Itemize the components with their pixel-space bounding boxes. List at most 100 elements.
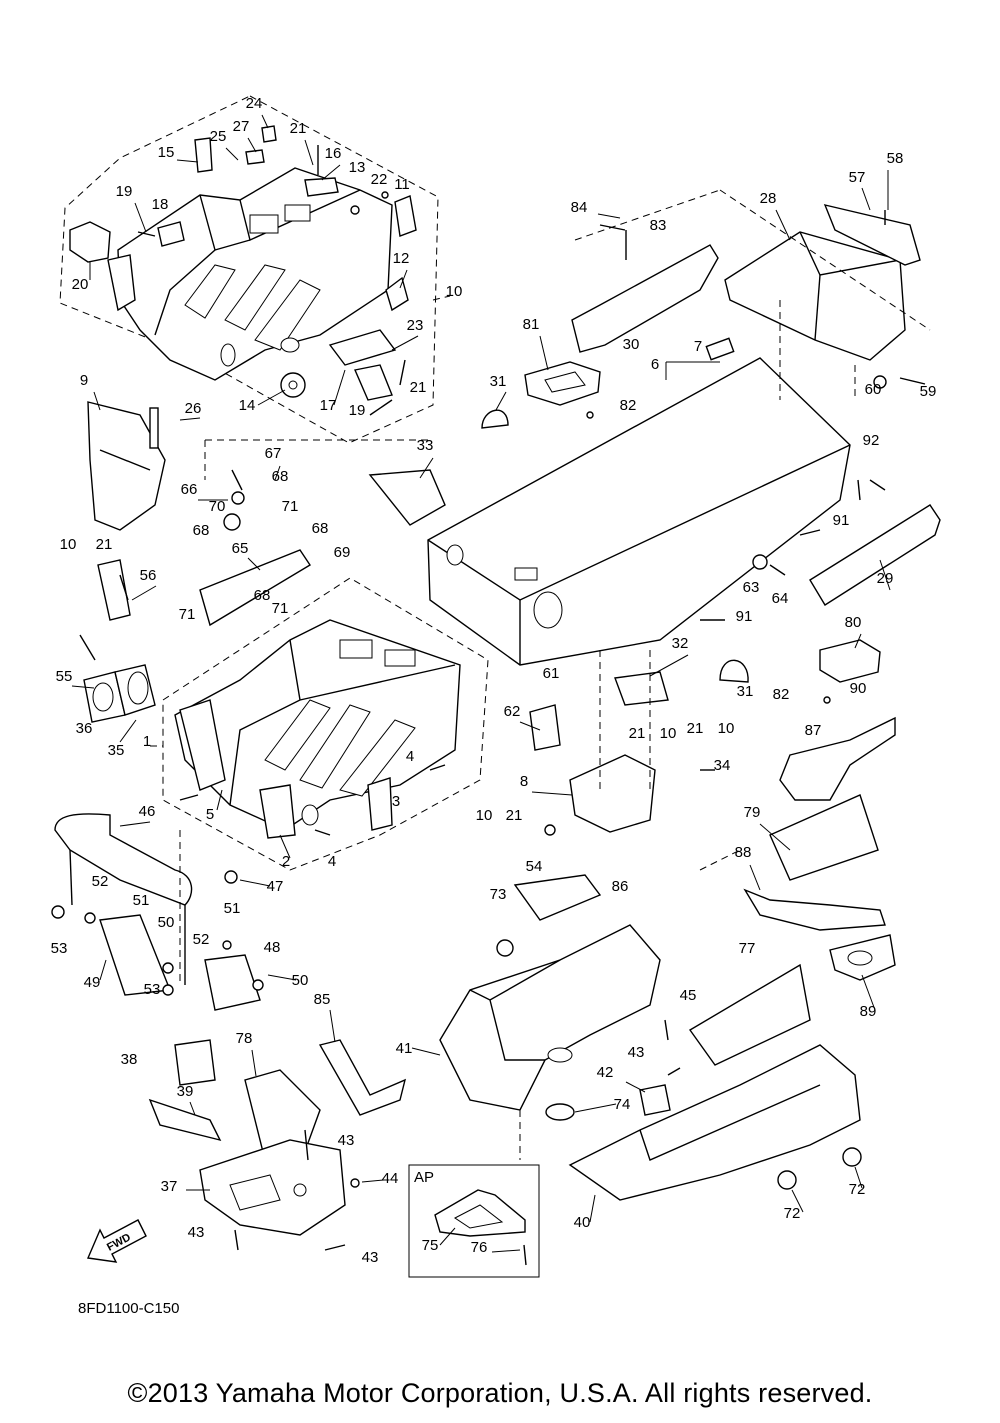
bracket-57	[823, 204, 921, 266]
callout-83: 83	[650, 217, 667, 234]
callout-52: 52	[92, 873, 109, 890]
callout-33: 33	[417, 437, 434, 454]
callout-54: 54	[526, 858, 543, 875]
callout-35: 35	[108, 742, 125, 759]
callout-61: 61	[543, 665, 560, 682]
callout-1: 1	[143, 733, 151, 750]
bumper-46	[54, 813, 193, 906]
callout-73: 73	[490, 886, 507, 903]
guard-90-87	[779, 716, 896, 801]
callout-71: 71	[272, 600, 289, 617]
callout-3: 3	[392, 793, 400, 810]
callout-50: 50	[158, 914, 175, 931]
plug-72a	[777, 1170, 797, 1190]
callout-49: 49	[84, 974, 101, 991]
callout-63: 63	[743, 579, 760, 596]
callout-34: 34	[714, 757, 731, 774]
callout-11: 11	[394, 176, 410, 193]
rail-30	[571, 244, 719, 353]
callout-60: 60	[865, 381, 882, 398]
reference-lines	[179, 189, 931, 1160]
callout-68: 68	[272, 468, 289, 485]
callout-80: 80	[845, 614, 862, 631]
callout-89: 89	[860, 1003, 877, 1020]
callout-74: 74	[614, 1096, 631, 1113]
callout-88: 88	[735, 844, 752, 861]
callout-69: 69	[334, 544, 351, 561]
callout-22: 22	[371, 171, 388, 188]
main-frame-1	[174, 619, 461, 839]
callout-71: 71	[179, 606, 196, 623]
callout-78: 78	[236, 1030, 253, 1047]
callout-21: 21	[506, 807, 523, 824]
callout-31: 31	[737, 683, 754, 700]
callout-50: 50	[292, 972, 309, 989]
callout-53: 53	[51, 940, 68, 957]
callout-31: 31	[490, 373, 507, 390]
callout-8: 8	[520, 773, 528, 790]
diagram-code: 8FD1100-C150	[78, 1300, 180, 1317]
callout-82: 82	[773, 686, 790, 703]
callout-75: 75	[422, 1237, 439, 1254]
callout-70: 70	[209, 498, 226, 515]
callout-72: 72	[784, 1205, 801, 1222]
callout-6: 6	[651, 356, 659, 373]
copyright-caption: ©2013 Yamaha Motor Corporation, U.S.A. A…	[127, 1378, 873, 1408]
callout-5: 5	[206, 806, 214, 823]
callout-28: 28	[760, 190, 777, 207]
fasteners	[51, 145, 926, 1266]
bracket-17	[354, 364, 393, 401]
callout-68: 68	[254, 587, 271, 604]
label-7	[705, 337, 735, 361]
callout-79: 79	[744, 804, 761, 821]
callout-26: 26	[185, 400, 202, 417]
tunnel-6	[427, 357, 851, 666]
callout-87: 87	[805, 722, 822, 739]
plug-73	[496, 939, 514, 957]
bracket-65	[199, 549, 311, 627]
callout-16: 16	[325, 145, 342, 162]
upper-frame-10	[69, 167, 393, 381]
callout-7: 7	[694, 338, 702, 355]
guard-41	[439, 924, 661, 1111]
callout-42: 42	[597, 1064, 614, 1081]
footrest-80	[819, 639, 881, 683]
callout-55: 55	[56, 668, 73, 685]
callout-12: 12	[393, 250, 410, 267]
callout-29: 29	[877, 570, 894, 587]
callout-91: 91	[833, 512, 850, 529]
callout-85: 85	[314, 991, 331, 1008]
callout-41: 41	[396, 1040, 413, 1057]
guard-86	[513, 874, 602, 921]
inset-label: AP	[414, 1169, 434, 1186]
plate-23	[328, 329, 397, 366]
callout-81: 81	[523, 316, 540, 333]
callout-21: 21	[687, 720, 704, 737]
strap-26	[149, 407, 159, 449]
callout-68: 68	[193, 522, 210, 539]
callout-82: 82	[620, 397, 637, 414]
callout-86: 86	[612, 878, 629, 895]
callout-21: 21	[96, 536, 113, 553]
callout-91: 91	[736, 608, 753, 625]
callout-23: 23	[407, 317, 424, 334]
callout-24: 24	[246, 95, 263, 112]
grommet-31b	[719, 659, 749, 683]
bracket-11	[394, 195, 417, 237]
grommet-31	[481, 409, 509, 429]
bracket-33	[368, 469, 446, 526]
callout-43: 43	[188, 1224, 205, 1241]
callout-20: 20	[72, 276, 89, 293]
callout-57: 57	[849, 169, 866, 186]
bracket-32	[614, 671, 669, 706]
callout-37: 37	[161, 1178, 178, 1195]
callout-27: 27	[233, 118, 250, 135]
callout-68: 68	[312, 520, 329, 537]
callout-48: 48	[264, 939, 281, 956]
callout-45: 45	[680, 987, 697, 1004]
callout-64: 64	[772, 590, 789, 607]
plug-72b	[842, 1147, 862, 1167]
